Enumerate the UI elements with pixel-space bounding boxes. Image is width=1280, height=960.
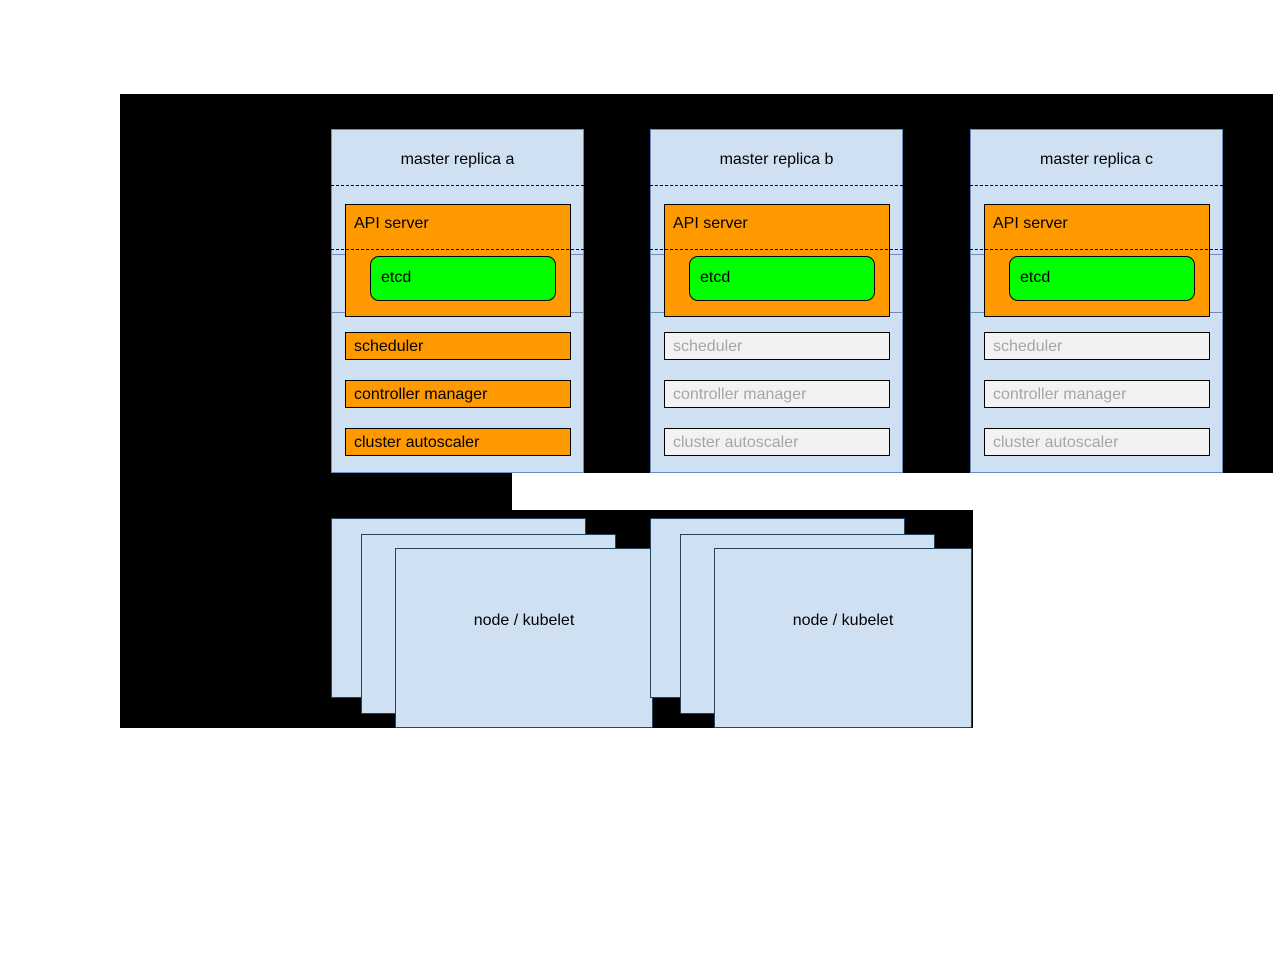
component-scheduler[interactable]: scheduler — [345, 332, 571, 360]
component-scheduler[interactable]: scheduler — [664, 332, 890, 360]
component-label: controller manager — [993, 386, 1127, 403]
etcd-label: etcd — [700, 269, 731, 286]
replica-title: master replica a — [400, 151, 515, 168]
node-card-front[interactable]: node / kubelet — [714, 548, 972, 728]
master-replica-a[interactable]: master replica a API server etcd schedul… — [331, 129, 584, 473]
component-label: scheduler — [673, 338, 743, 355]
api-server-label: API server — [354, 215, 429, 232]
etcd-box[interactable]: etcd — [1009, 256, 1195, 301]
etcd-box[interactable]: etcd — [370, 256, 556, 301]
api-server-label: API server — [993, 215, 1068, 232]
replica-divider-top — [650, 185, 903, 186]
etcd-label: etcd — [381, 269, 412, 286]
component-label: scheduler — [354, 338, 424, 355]
replica-title: master replica c — [1040, 151, 1153, 168]
node-label: node / kubelet — [792, 612, 894, 629]
component-controller-manager[interactable]: controller manager — [345, 380, 571, 408]
api-server-box[interactable]: API server etcd — [984, 204, 1210, 317]
component-label: scheduler — [993, 338, 1063, 355]
node-label: node / kubelet — [473, 612, 575, 629]
master-replica-b[interactable]: master replica b API server etcd schedul… — [650, 129, 903, 473]
replica-divider-top — [331, 185, 584, 186]
component-controller-manager[interactable]: controller manager — [984, 380, 1210, 408]
component-label: controller manager — [673, 386, 807, 403]
api-server-label: API server — [673, 215, 748, 232]
etcd-box[interactable]: etcd — [689, 256, 875, 301]
component-cluster-autoscaler[interactable]: cluster autoscaler — [984, 428, 1210, 456]
component-label: controller manager — [354, 386, 488, 403]
component-label: cluster autoscaler — [354, 434, 480, 451]
replica-divider-mid — [650, 249, 903, 250]
api-server-box[interactable]: API server etcd — [664, 204, 890, 317]
component-label: cluster autoscaler — [993, 434, 1119, 451]
etcd-label: etcd — [1020, 269, 1051, 286]
replica-divider-top — [970, 185, 1223, 186]
component-controller-manager[interactable]: controller manager — [664, 380, 890, 408]
replica-title: master replica b — [719, 151, 834, 168]
component-cluster-autoscaler[interactable]: cluster autoscaler — [345, 428, 571, 456]
component-scheduler[interactable]: scheduler — [984, 332, 1210, 360]
api-server-box[interactable]: API server etcd — [345, 204, 571, 317]
component-cluster-autoscaler[interactable]: cluster autoscaler — [664, 428, 890, 456]
master-replica-c[interactable]: master replica c API server etcd schedul… — [970, 129, 1223, 473]
replica-divider-mid — [970, 249, 1223, 250]
component-label: cluster autoscaler — [673, 434, 799, 451]
replica-divider-mid — [331, 249, 584, 250]
node-card-front[interactable]: node / kubelet — [395, 548, 653, 728]
